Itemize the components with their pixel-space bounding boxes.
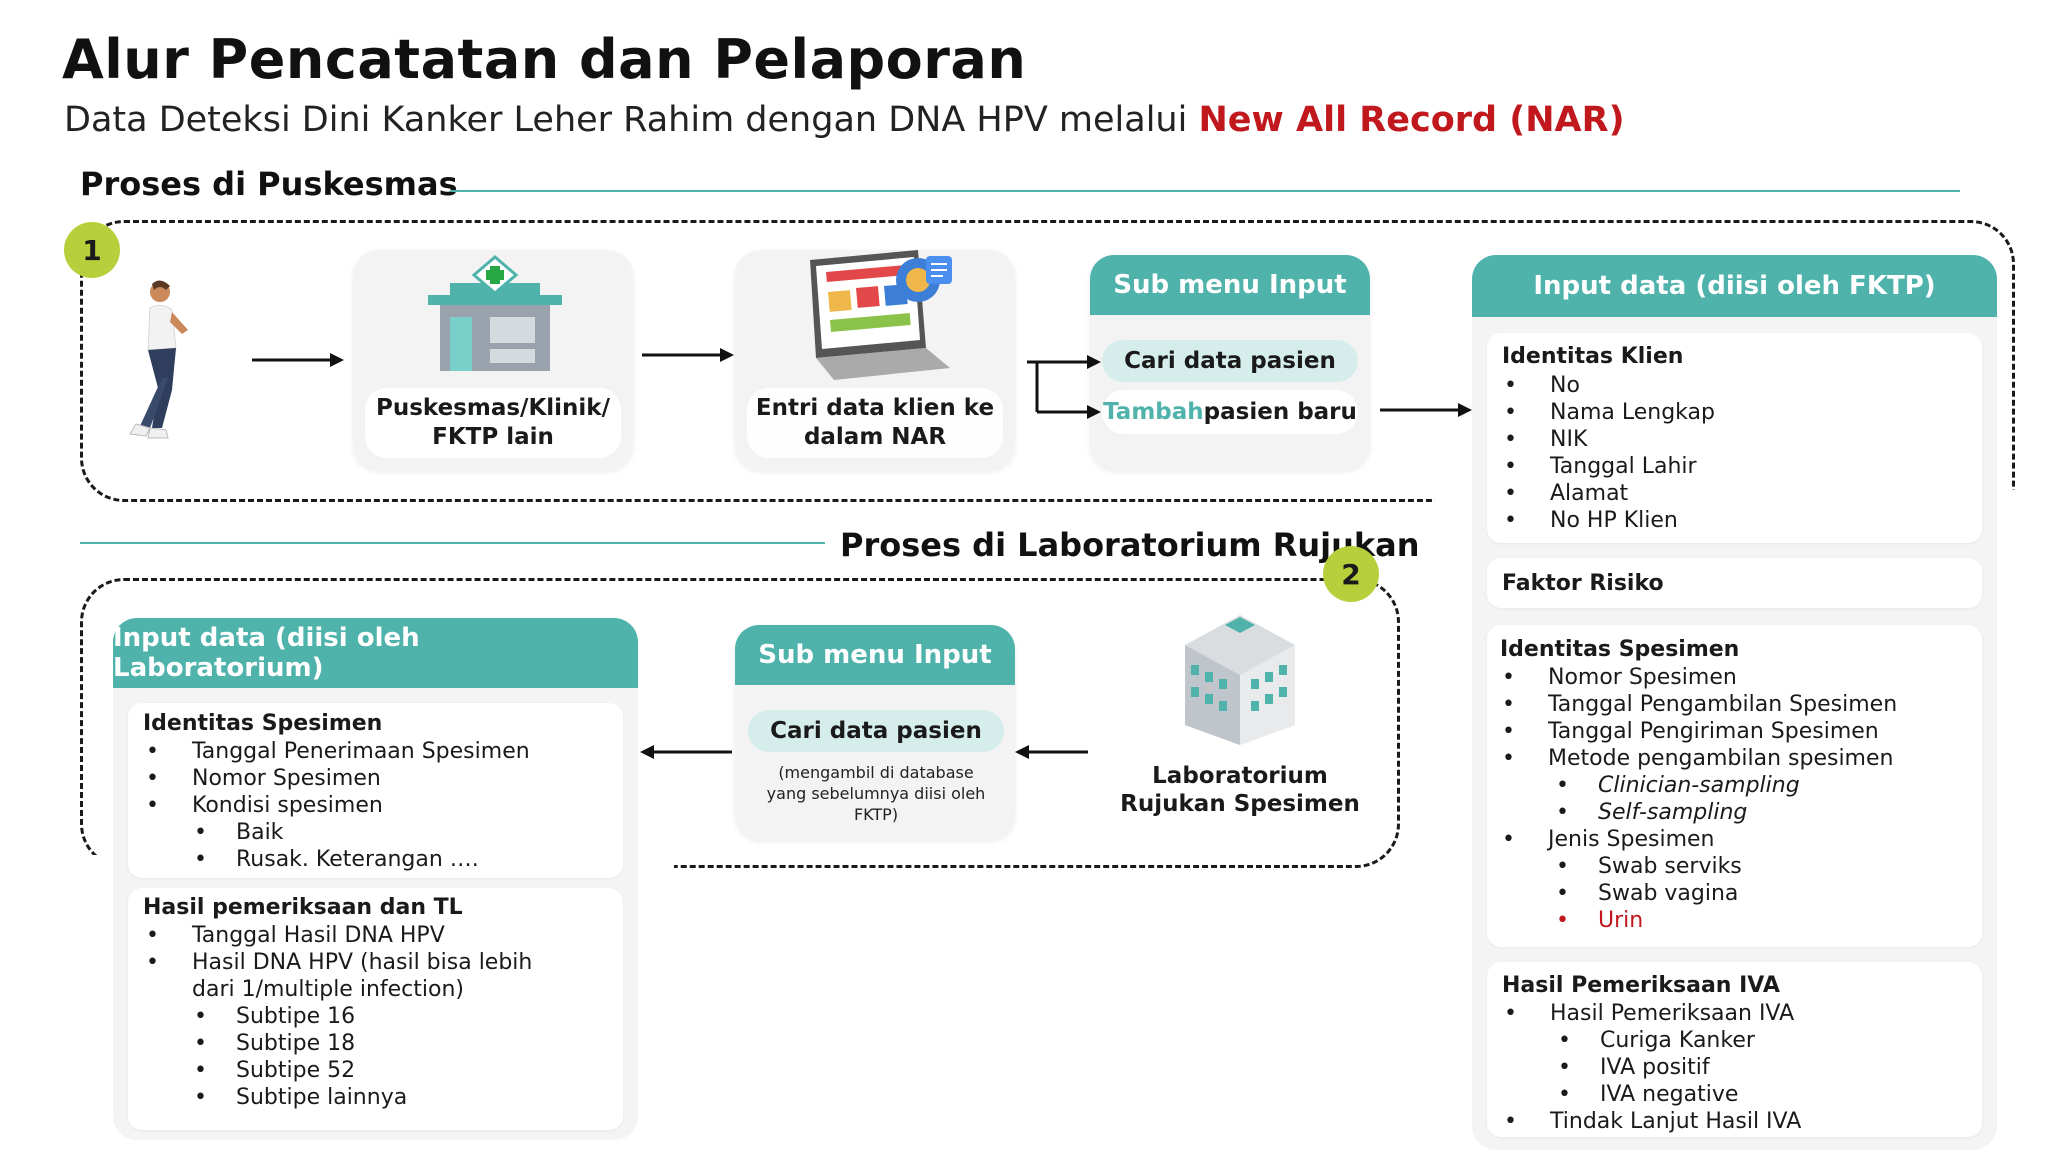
- list-item: Rusak. Keterangan ….: [194, 846, 530, 873]
- submenu-2-title: Sub menu Input: [735, 625, 1015, 685]
- step-2-badge: 2: [1323, 546, 1379, 602]
- hasil-iva-title: Hasil Pemeriksaan IVA: [1502, 973, 1780, 998]
- list-item: Alamat: [1504, 480, 1715, 507]
- tambah-rest: pasien baru: [1203, 398, 1357, 425]
- woman-walking-icon: [129, 280, 188, 439]
- section-lab-title: Proses di Laboratorium Rujukan: [840, 526, 1420, 564]
- laboratory-label: Laboratorium Rujukan Spesimen: [1120, 763, 1360, 817]
- laboratory-building-icon: [1185, 615, 1295, 745]
- list-item: Subtipe lainnya: [194, 1084, 532, 1111]
- page-title: Alur Pencatatan dan Pelaporan: [62, 28, 1027, 91]
- list-item: Self-sampling: [1556, 799, 1897, 826]
- list-item: Tanggal Penerimaan Spesimen: [146, 738, 530, 765]
- list-item: Subtipe 18: [194, 1030, 532, 1057]
- hasil-pemeriksaan-title: Hasil pemeriksaan dan TL: [143, 895, 463, 920]
- hasil-iva-sublist: Curiga Kanker IVA positif IVA negative: [1558, 1027, 1801, 1108]
- subtipe-sublist: Subtipe 16 Subtipe 18 Subtipe 52 Subtipe…: [194, 1003, 532, 1111]
- identitas-spesimen-fktp-title: Identitas Spesimen: [1500, 637, 1740, 662]
- list-item: Tanggal Pengambilan Spesimen: [1502, 691, 1897, 718]
- list-item: Swab serviks: [1556, 853, 1897, 880]
- clinic-building-icon: [428, 255, 562, 371]
- list-item: Baik: [194, 819, 530, 846]
- list-item: NIK: [1504, 426, 1715, 453]
- list-item: Hasil Pemeriksaan IVA: [1504, 1000, 1801, 1027]
- section-puskesmas-title: Proses di Puskesmas: [80, 165, 458, 203]
- list-item: No: [1504, 372, 1715, 399]
- tambah-highlight: Tambah: [1103, 398, 1204, 425]
- puskesmas-process-boundary: [80, 220, 2015, 502]
- identitas-spesimen-fktp-list: Nomor Spesimen Tanggal Pengambilan Spesi…: [1502, 664, 1897, 934]
- list-item: Tindak Lanjut Hasil IVA: [1504, 1108, 1801, 1135]
- subtitle-highlight: New All Record (NAR): [1198, 100, 1625, 140]
- submenu-2-note: (mengambil di database yang sebelumnya d…: [766, 763, 986, 824]
- list-item: IVA negative: [1558, 1081, 1801, 1108]
- list-item: IVA positif: [1558, 1054, 1801, 1081]
- faktor-risiko-title: Faktor Risiko: [1502, 571, 1664, 596]
- identitas-spesimen-lab-list: Tanggal Penerimaan Spesimen Nomor Spesim…: [146, 738, 530, 873]
- metode-sublist: Clinician-sampling Self-sampling: [1556, 772, 1897, 826]
- identitas-spesimen-lab-title: Identitas Spesimen: [143, 711, 383, 736]
- list-item: No HP Klien: [1504, 507, 1715, 534]
- list-item: Tanggal Hasil DNA HPV: [146, 922, 532, 949]
- list-item: Subtipe 16: [194, 1003, 532, 1030]
- entry-label: Entri data klien ke dalam NAR: [747, 388, 1003, 458]
- list-item: Jenis Spesimen: [1502, 826, 1897, 853]
- section-lab-divider: [80, 542, 825, 544]
- cari-data-pasien-lab-button[interactable]: Cari data pasien: [748, 710, 1004, 752]
- list-item: Kondisi spesimen: [146, 792, 530, 819]
- list-item: Urin: [1556, 907, 1897, 934]
- lab-process-boundary: [80, 578, 1400, 868]
- list-item: Swab vagina: [1556, 880, 1897, 907]
- bracket-arrows: [1027, 355, 1101, 419]
- kondisi-sublist: Baik Rusak. Keterangan ….: [194, 819, 530, 873]
- list-item: Metode pengambilan spesimen: [1502, 745, 1897, 772]
- jenis-sublist: Swab serviks Swab vagina Urin: [1556, 853, 1897, 934]
- list-item: Subtipe 52: [194, 1057, 532, 1084]
- list-item: Nomor Spesimen: [1502, 664, 1897, 691]
- identitas-klien-title: Identitas Klien: [1502, 344, 1684, 369]
- arrow-to-puskesmas: [252, 353, 344, 367]
- step-1-badge: 1: [64, 222, 120, 278]
- arrow-to-entry: [642, 348, 734, 362]
- list-item: Hasil DNA HPV (hasil bisa lebih: [146, 949, 532, 976]
- arrow-to-submenu-2: [1015, 745, 1088, 759]
- hasil-continuation: dari 1/multiple infection): [192, 977, 464, 1002]
- list-item: Nomor Spesimen: [146, 765, 530, 792]
- section-puskesmas-divider: [450, 190, 1960, 192]
- hasil-iva-list: Hasil Pemeriksaan IVA Curiga Kanker IVA …: [1504, 1000, 1801, 1135]
- cari-data-pasien-button[interactable]: Cari data pasien: [1102, 340, 1358, 382]
- identitas-klien-list: No Nama Lengkap NIK Tanggal Lahir Alamat…: [1504, 372, 1715, 534]
- list-item: Tanggal Lahir: [1504, 453, 1715, 480]
- laptop-icon: [810, 250, 952, 380]
- list-item: Curiga Kanker: [1558, 1027, 1801, 1054]
- lab-panel-title: Input data (diisi oleh Laboratorium): [113, 618, 638, 688]
- list-item: Tanggal Pengiriman Spesimen: [1502, 718, 1897, 745]
- page-subtitle: Data Deteksi Dini Kanker Leher Rahim den…: [64, 100, 1625, 140]
- puskesmas-label: Puskesmas/Klinik/ FKTP lain: [365, 388, 621, 458]
- faktor-risiko-block: [1487, 558, 1982, 608]
- subtitle-text: Data Deteksi Dini Kanker Leher Rahim den…: [64, 100, 1199, 140]
- fktp-panel-title: Input data (diisi oleh FKTP): [1472, 255, 1997, 317]
- tambah-pasien-baru-button[interactable]: Tambah pasien baru: [1102, 390, 1358, 434]
- arrow-to-fktp: [1380, 403, 1472, 417]
- list-item: Clinician-sampling: [1556, 772, 1897, 799]
- list-item: Nama Lengkap: [1504, 399, 1715, 426]
- arrow-to-lab-input: [640, 745, 732, 759]
- hasil-pemeriksaan-list: Tanggal Hasil DNA HPV Hasil DNA HPV (has…: [146, 922, 532, 1111]
- submenu-1-title: Sub menu Input: [1090, 255, 1370, 315]
